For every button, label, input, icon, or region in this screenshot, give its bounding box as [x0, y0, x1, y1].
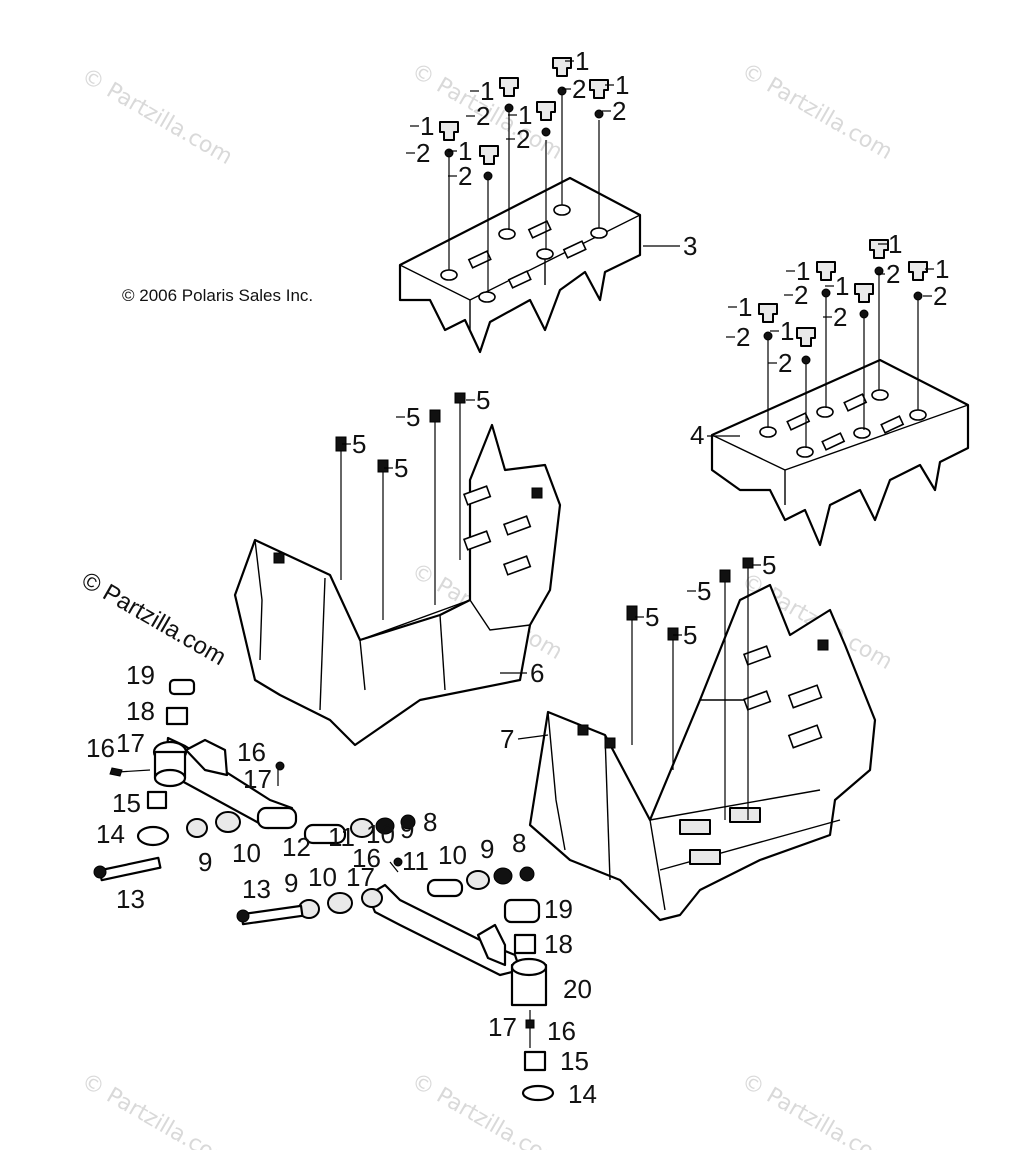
footwell-left-6	[233, 423, 562, 747]
callout-13: 13	[116, 884, 145, 914]
watermark: © Partzilla.com	[737, 59, 897, 166]
callout-2: 2	[778, 348, 792, 378]
callout-2: 2	[476, 101, 490, 131]
callout-17: 17	[346, 862, 375, 892]
callout-8: 8	[512, 828, 526, 858]
callout-5: 5	[697, 576, 711, 606]
callout-2: 2	[886, 259, 900, 289]
watermark: © Partzilla.com	[77, 64, 237, 171]
callout-17: 17	[243, 764, 272, 794]
footrest-bracket-4	[710, 358, 970, 547]
partzilla-mark: © Partzilla.com	[77, 567, 231, 671]
copyright-text: © 2006 Polaris Sales Inc.	[122, 286, 313, 305]
callout-1: 1	[835, 271, 849, 301]
callout-1: 1	[935, 254, 949, 284]
callout-2: 2	[572, 74, 586, 104]
callout-5: 5	[394, 453, 408, 483]
callout-9: 9	[198, 847, 212, 877]
callout-2: 2	[833, 302, 847, 332]
callout-2: 2	[612, 96, 626, 126]
watermark: © Partzilla.com	[737, 1069, 897, 1150]
fasteners-part4	[758, 239, 928, 448]
callout-16: 16	[86, 733, 115, 763]
watermark: © Partzilla.com	[407, 1069, 567, 1150]
callout-17: 17	[116, 728, 145, 758]
callout-5: 5	[762, 550, 776, 580]
callout-1: 1	[518, 100, 532, 130]
callout-14: 14	[568, 1079, 597, 1109]
callout-2: 2	[458, 161, 472, 191]
callout-1: 1	[575, 46, 589, 76]
callout-2: 2	[933, 281, 947, 311]
a-arm-upper	[93, 678, 416, 882]
callout-10: 10	[438, 840, 467, 870]
callout-2: 2	[794, 280, 808, 310]
callout-19: 19	[544, 894, 573, 924]
callout-9: 9	[284, 868, 298, 898]
callout-20: 20	[563, 974, 592, 1004]
callout-10: 10	[232, 838, 261, 868]
callout-13: 13	[242, 874, 271, 904]
bolts-part6	[335, 392, 466, 620]
callout-5: 5	[406, 402, 420, 432]
callout-1: 1	[420, 111, 434, 141]
callout-1: 1	[796, 256, 810, 286]
callout-1: 1	[458, 136, 472, 166]
callout-5: 5	[683, 620, 697, 650]
callout-18: 18	[126, 696, 155, 726]
callout-12: 12	[282, 832, 311, 862]
callout-10: 10	[366, 819, 395, 849]
fasteners-part3	[439, 57, 609, 292]
footrest-bracket-3	[398, 176, 642, 354]
callout-16: 16	[352, 843, 381, 873]
callout-7: 7	[500, 724, 514, 754]
callout-1: 1	[780, 316, 794, 346]
callout-11: 11	[328, 822, 355, 852]
callout-6: 6	[530, 658, 544, 688]
callout-15: 15	[112, 788, 141, 818]
callout-1: 1	[738, 292, 752, 322]
callout-15: 15	[560, 1046, 589, 1076]
callout-1: 1	[615, 70, 629, 100]
callout-14: 14	[96, 819, 125, 849]
watermark: © Partzilla.com	[77, 1069, 237, 1150]
callout-10: 10	[308, 862, 337, 892]
callout-11: 11	[402, 846, 429, 876]
callout-labels: 1 2 1 2 1 2 1 2 1 2 1 2 3 1 2 1 2 1 2 1 …	[86, 46, 949, 1109]
callout-5: 5	[352, 429, 366, 459]
callout-2: 2	[516, 124, 530, 154]
callout-17: 17	[488, 1012, 517, 1042]
callout-16: 16	[547, 1016, 576, 1046]
callout-8: 8	[423, 807, 437, 837]
footwell-right-7	[528, 583, 877, 922]
bolts-part7	[626, 557, 754, 820]
callout-2: 2	[736, 322, 750, 352]
callout-1: 1	[888, 229, 902, 259]
callout-9: 9	[480, 834, 494, 864]
callout-2: 2	[416, 138, 430, 168]
a-arm-lower	[236, 857, 555, 1102]
callout-5: 5	[645, 602, 659, 632]
callout-16: 16	[237, 737, 266, 767]
callout-9: 9	[400, 814, 414, 844]
callout-18: 18	[544, 929, 573, 959]
callout-1: 1	[480, 76, 494, 106]
callout-4: 4	[690, 420, 704, 450]
callout-19: 19	[126, 660, 155, 690]
callout-5: 5	[476, 385, 490, 415]
callout-3: 3	[683, 231, 697, 261]
